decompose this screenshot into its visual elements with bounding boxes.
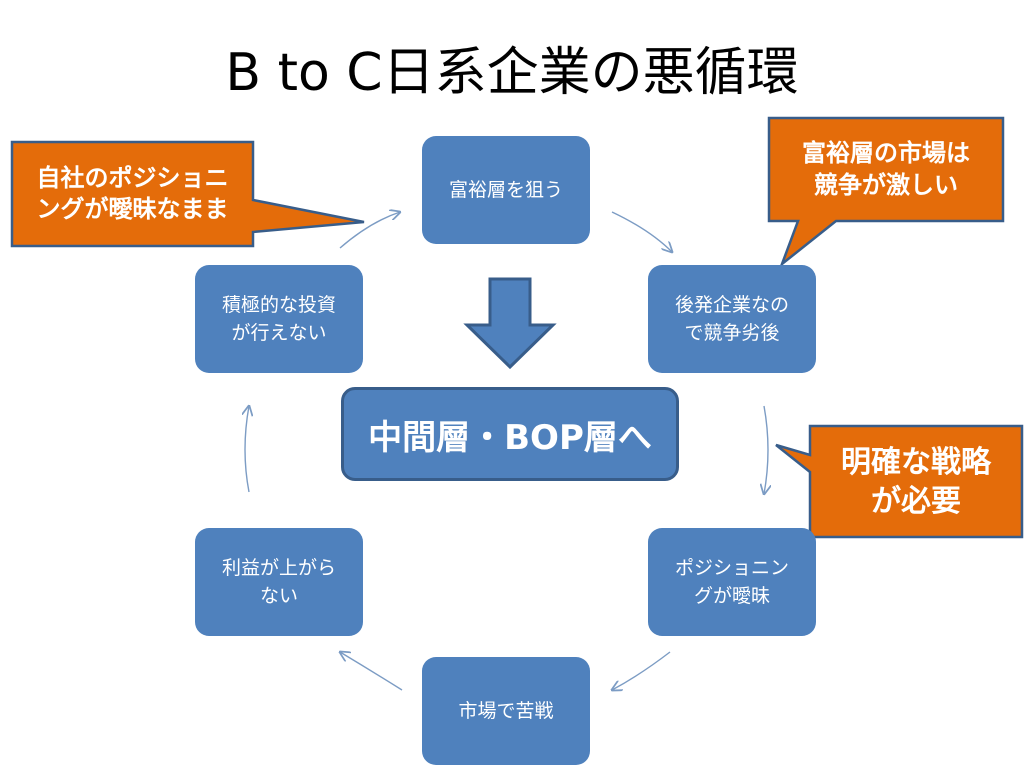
cycle-arrow-6 [339, 212, 400, 249]
callout-top-right-text: 富裕層の市場は 競争が激しい [802, 139, 970, 199]
cycle-node-no-investment: 積極的な投資 が行えない [195, 265, 363, 373]
slide-title: B to C日系企業の悪循環 [225, 43, 799, 103]
cycle-node-no-profit: 利益が上がら ない [195, 528, 363, 636]
cycle-arrow-3 [612, 651, 671, 690]
cycle-node-market-struggle: 市場で苦戦 [422, 657, 590, 765]
cycle-arrow-1 [611, 211, 672, 252]
cycle-node-ambiguous-positioning: ポジショニン グが曖昧 [648, 528, 816, 636]
callout-left-text: 自社のポジショニ ングが曖昧なまま [36, 163, 229, 223]
callout-mid-right-shape [775, 424, 1024, 539]
cycle-arrow-4 [340, 652, 403, 691]
cycle-node-target-wealthy: 富裕層を狙う [422, 136, 590, 244]
callout-top-right-shape [767, 116, 1005, 268]
cycle-node-late-entrant: 後発企業なの で競争劣後 [648, 265, 816, 373]
center-box-middle-bop: 中間層・BOP層へ [341, 387, 679, 481]
down-arrow [463, 277, 557, 370]
callout-left-shape [10, 140, 365, 248]
cycle-arrow-2 [764, 405, 768, 494]
cycle-arrow-5 [245, 406, 249, 493]
callout-mid-right-text: 明確な戦略 が必要 [841, 444, 991, 519]
